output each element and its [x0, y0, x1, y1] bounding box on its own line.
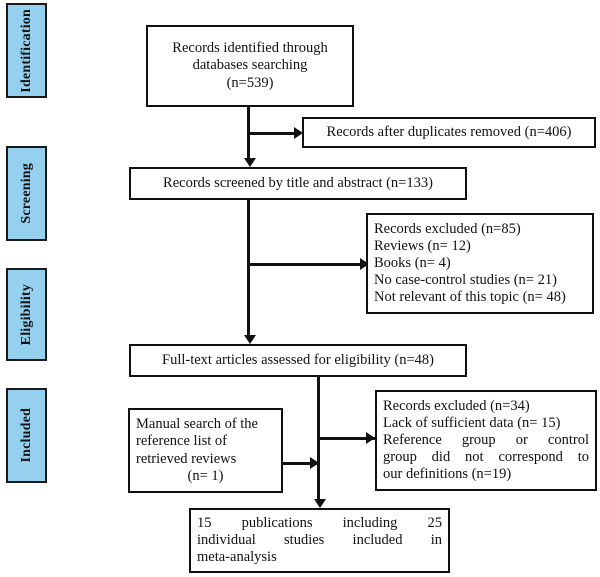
- arrow-into-final-included: [314, 499, 326, 508]
- records-excluded-eligibility-line-5: our definitions (n=19): [383, 466, 512, 483]
- connector-manual-search-to-spine: [283, 462, 319, 465]
- final-included-line-1: 15 publications including 25: [197, 514, 442, 531]
- arrow-manual-search-join: [310, 457, 319, 469]
- connector-screened-to-fulltext: [247, 200, 250, 337]
- manual-search-line-1: Manual search of the: [136, 416, 258, 433]
- node-records-excluded-screening: Records excluded (n=85) Reviews (n= 12) …: [366, 213, 594, 314]
- records-excluded-screening-line-1: Records excluded (n=85): [374, 220, 521, 237]
- records-identified-line-2: databases searching: [192, 57, 308, 74]
- records-excluded-screening-line-2: Reviews (n= 12): [374, 237, 471, 254]
- stage-identification: Identification: [6, 3, 47, 98]
- records-excluded-eligibility-line-3: Reference group or control: [383, 431, 589, 448]
- final-included-line-2: individual studies included in: [197, 531, 442, 548]
- fulltext-assessed-line-1: Full-text articles assessed for eligibil…: [162, 351, 434, 368]
- arrow-into-duplicates-removed: [294, 127, 303, 139]
- node-manual-search: Manual search of the reference list of r…: [128, 408, 283, 493]
- arrow-into-records-screened: [244, 158, 256, 167]
- arrow-into-fulltext-assessed: [244, 335, 256, 344]
- stage-eligibility: Eligibility: [6, 268, 47, 361]
- records-identified-line-1: Records identified through: [172, 40, 328, 57]
- records-screened-line-1: Records screened by title and abstract (…: [163, 174, 433, 191]
- manual-search-line-3: retrieved reviews: [136, 450, 237, 467]
- records-excluded-eligibility-line-2: Lack of sufficient data (n= 15): [383, 414, 561, 431]
- duplicates-removed-line-1: Records after duplicates removed (n=406): [326, 123, 572, 140]
- connector-to-records-excluded-screening: [247, 263, 369, 266]
- connector-to-records-excluded-eligibility: [317, 437, 375, 440]
- records-excluded-eligibility-line-1: Records excluded (n=34): [383, 397, 530, 414]
- connector-to-duplicates-removed: [247, 132, 297, 135]
- stage-eligibility-label: Eligibility: [18, 283, 34, 346]
- stage-included-label: Included: [18, 408, 34, 463]
- arrow-into-records-excluded-eligibility: [366, 432, 375, 444]
- stage-screening-label: Screening: [18, 163, 34, 224]
- records-identified-line-3: (n=539): [226, 74, 274, 91]
- node-records-screened: Records screened by title and abstract (…: [129, 167, 467, 200]
- node-duplicates-removed: Records after duplicates removed (n=406): [302, 117, 596, 148]
- manual-search-line-2: reference list of: [136, 433, 227, 450]
- node-records-excluded-eligibility: Records excluded (n=34) Lack of sufficie…: [375, 390, 597, 491]
- records-excluded-screening-line-4: No case-control studies (n= 21): [374, 272, 557, 289]
- stage-identification-label: Identification: [18, 8, 34, 93]
- records-excluded-screening-line-5: Not relevant of this topic (n= 48): [374, 289, 566, 306]
- node-records-identified: Records identified through databases sea…: [146, 25, 354, 107]
- records-excluded-screening-line-3: Books (n= 4): [374, 254, 451, 271]
- arrow-into-records-excluded-screening: [360, 258, 369, 270]
- records-excluded-eligibility-line-4: group did not correspond to: [383, 449, 589, 466]
- node-fulltext-assessed: Full-text articles assessed for eligibil…: [129, 344, 467, 377]
- stage-screening: Screening: [6, 146, 47, 241]
- final-included-line-3: meta-analysis: [197, 549, 277, 566]
- node-final-included: 15 publications including 25 individual …: [189, 508, 450, 573]
- manual-search-line-4: (n= 1): [187, 467, 224, 484]
- stage-included: Included: [6, 388, 47, 483]
